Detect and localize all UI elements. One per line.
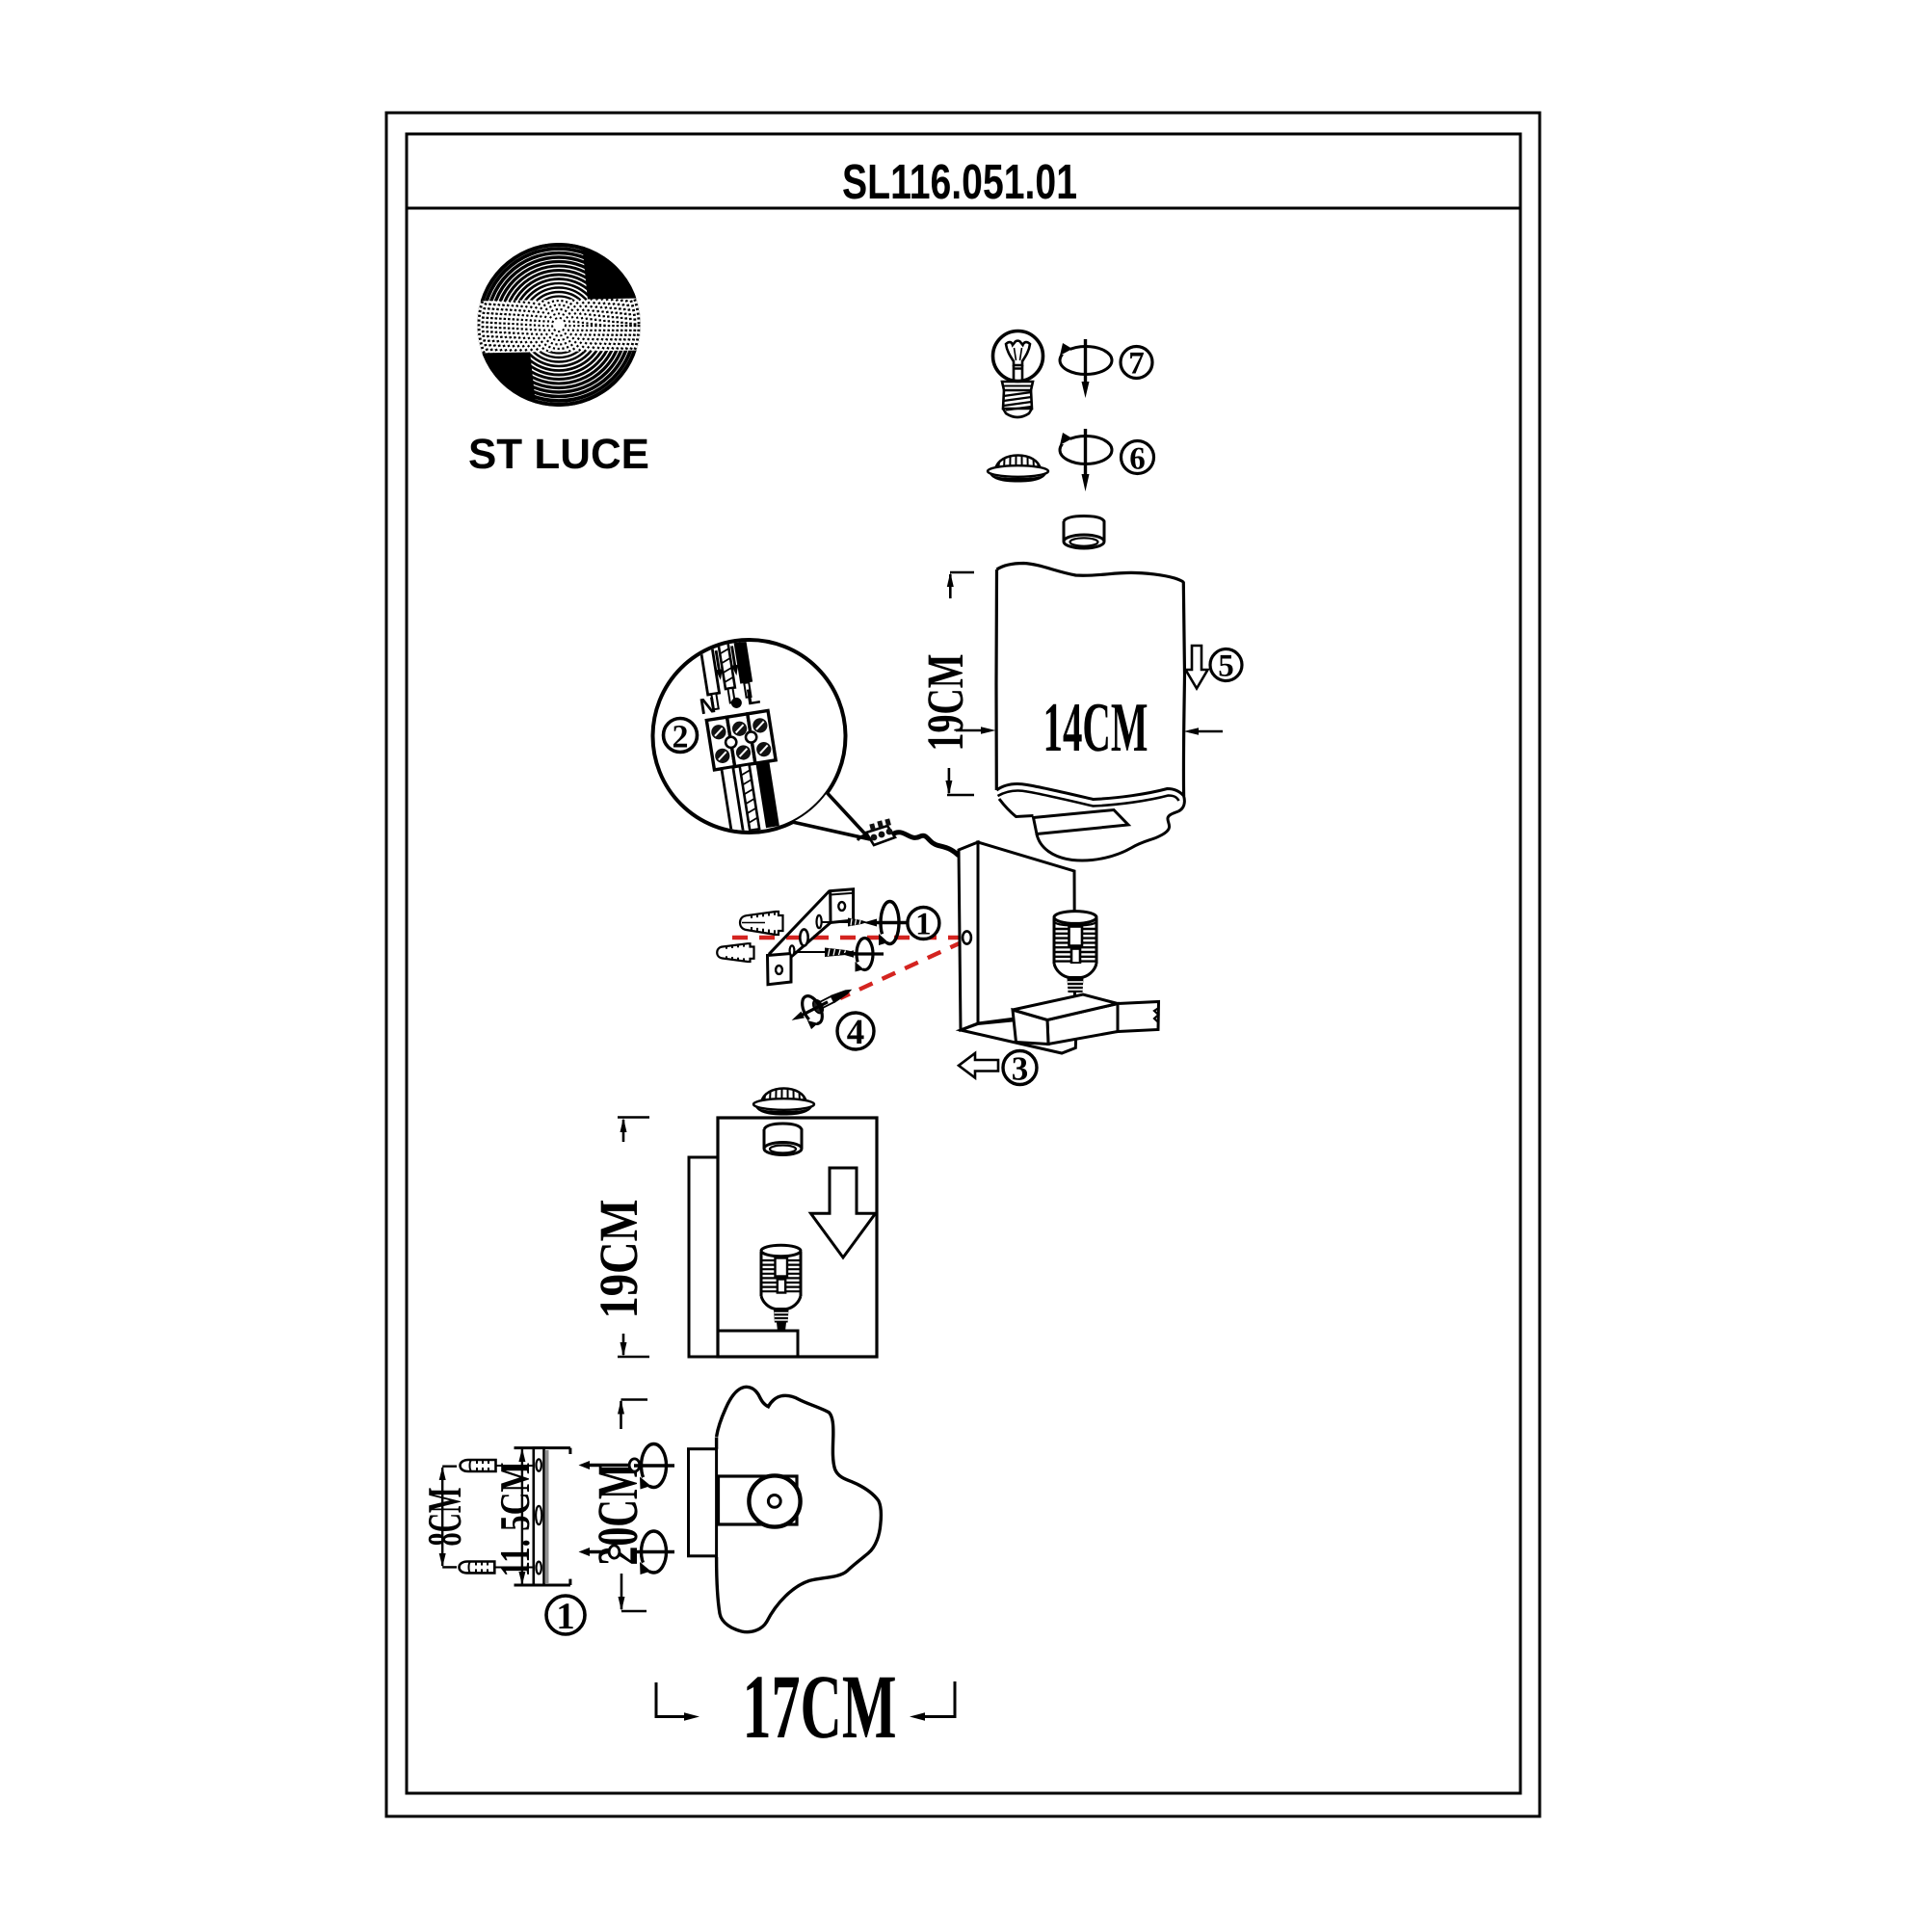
svg-text:17CM: 17CM [743, 1655, 897, 1758]
svg-text:3: 3 [1012, 1050, 1029, 1088]
svg-text:14CM: 14CM [1043, 688, 1148, 766]
svg-text:5: 5 [1218, 649, 1234, 684]
svg-text:11. 5CM: 11. 5CM [491, 1463, 539, 1577]
svg-text:1: 1 [915, 908, 932, 942]
svg-text:1: 1 [556, 1596, 575, 1637]
svg-text:7: 7 [1128, 347, 1145, 382]
svg-text:2: 2 [673, 720, 689, 755]
svg-text:19CM: 19CM [589, 1200, 649, 1319]
svg-text:4: 4 [847, 1013, 865, 1052]
svg-text:ST LUCE: ST LUCE [468, 431, 649, 478]
svg-text:8CM: 8CM [417, 1488, 471, 1547]
svg-text:6: 6 [1129, 442, 1146, 477]
svg-text:19CM: 19CM [916, 654, 974, 752]
svg-text:SL116.051.01: SL116.051.01 [842, 154, 1077, 209]
